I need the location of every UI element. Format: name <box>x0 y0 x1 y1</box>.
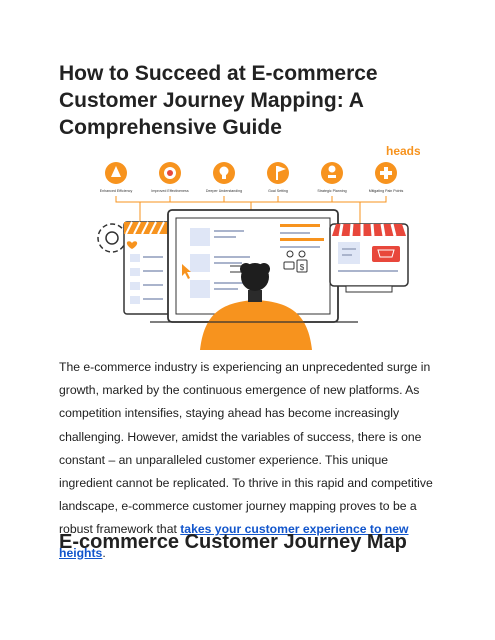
gear-icon <box>97 223 127 253</box>
benefit-label: Deeper Understanding <box>206 189 242 193</box>
connector-lines <box>115 196 387 228</box>
benefit-label: Goal Setting <box>268 189 288 193</box>
section-heading: E-commerce Customer Journey Map <box>59 531 407 553</box>
benefit-item-2: Improved Effectiveness <box>151 162 189 193</box>
cart-icon <box>372 246 400 262</box>
benefit-item-3: Deeper Understanding <box>206 162 242 193</box>
intro-end: . <box>102 545 106 560</box>
page-title: How to Succeed at E-commerce Customer Jo… <box>59 62 378 139</box>
shop-window <box>329 223 409 293</box>
person <box>200 263 312 350</box>
dollar-badge: $ <box>300 263 305 272</box>
intro-paragraph: The e-commerce industry is experiencing … <box>59 356 444 565</box>
benefit-label: Improved Effectiveness <box>151 189 188 193</box>
benefit-label: Strategic Planning <box>317 189 346 193</box>
chess-icon <box>321 162 343 184</box>
heart-icon <box>126 241 138 249</box>
hero-illustration: headspin Enhanced Efficiency Improved Ef… <box>97 144 420 350</box>
benefit-label: Mitigating Pain Points <box>369 189 404 193</box>
benefit-item-6: Mitigating Pain Points <box>369 162 404 193</box>
benefit-item-4: Goal Setting <box>267 162 289 193</box>
intro-text: The e-commerce industry is experiencing … <box>59 360 433 537</box>
brand-logo: headspin <box>386 144 420 158</box>
benefit-label: Enhanced Efficiency <box>100 189 133 193</box>
benefit-item-1: Enhanced Efficiency <box>100 162 133 193</box>
benefit-item-5: Strategic Planning <box>317 162 347 193</box>
left-panel <box>123 221 171 315</box>
intro-link[interactable]: takes your customer experience to new he… <box>59 522 409 560</box>
cursor-icon <box>182 264 191 279</box>
